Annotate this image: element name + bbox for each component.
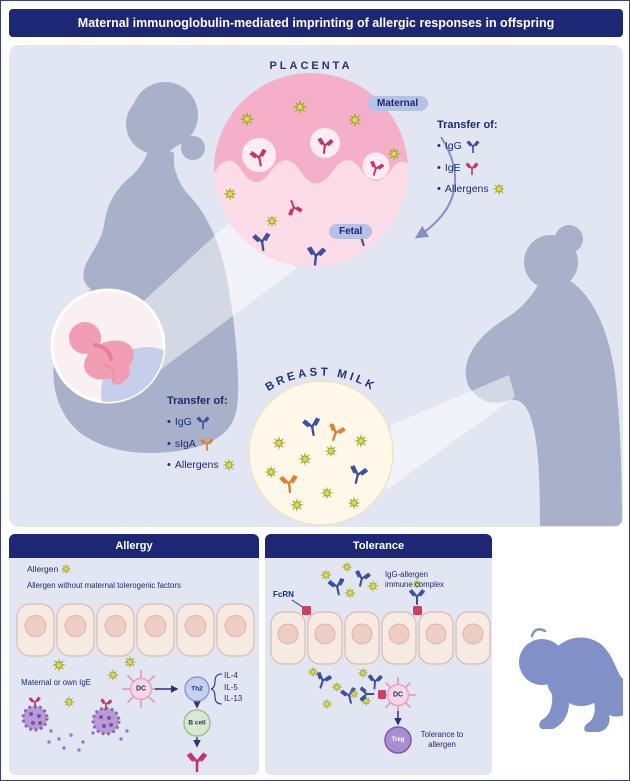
fetus-circle [50, 288, 166, 404]
transfer-item-siga: sIgA [167, 437, 235, 451]
allergen-label: Allergen [27, 564, 59, 574]
cytokine-il13: IL-13 [224, 694, 243, 703]
breast-milk-circle: BREAST MILK [248, 366, 394, 526]
epithelium-row [16, 603, 255, 657]
cytokine-il4: IL-4 [224, 671, 238, 680]
transfer-item-label: sIgA [174, 438, 196, 450]
cytokine-brace [210, 673, 223, 705]
immune-complex-cluster [321, 562, 378, 598]
placenta-label: PLACENTA [269, 60, 353, 72]
figure-title-bar: Maternal immunoglobulin-mediated imprint… [9, 9, 623, 37]
transcytosed-complexes [308, 667, 383, 709]
placenta-transfer-list: Transfer of: IgG IgE Allergens [437, 119, 505, 203]
maternal-tag: Maternal [367, 96, 429, 111]
allergy-scene [16, 603, 255, 773]
granule-dots [47, 729, 129, 752]
dendritic-cell [349, 677, 416, 713]
b-cell-label: B cell [188, 719, 206, 727]
transfer-item-label: Allergens [444, 183, 489, 195]
igg-antibody-icon [466, 140, 480, 153]
fcrn-pointer-line [291, 599, 305, 609]
allergen-icon [61, 564, 71, 574]
milk-transfer-heading: Transfer of: [167, 395, 228, 407]
b-cell [183, 709, 211, 737]
tolerance-header-label: Tolerance [352, 540, 405, 552]
allergen-legend-row: Allergen [27, 564, 71, 574]
dendritic-cell [122, 670, 160, 708]
allergy-header-label: Allergy [115, 540, 153, 552]
allergy-arrows [155, 685, 201, 748]
secreted-ige-antibody [187, 752, 207, 773]
tolerance-panel: Tolerance [265, 534, 492, 775]
igg-antibody-icon [196, 416, 210, 429]
breastfeeding-woman-silhouette [465, 225, 622, 526]
fetus-illustration [69, 322, 134, 385]
mast-cells [21, 696, 129, 752]
transfer-item-label: IgG [174, 416, 192, 428]
main-illustration-panel: BREAST MILK [9, 45, 623, 527]
placenta-zoom-beam [137, 220, 297, 377]
transfer-item-igg: IgG [437, 139, 505, 153]
cytokine-il5: IL-5 [224, 682, 238, 692]
dc-label: DC [392, 691, 404, 699]
treg-cell [384, 726, 412, 754]
milk-transfer-list: Transfer of: IgG sIgA Allergens [167, 395, 235, 479]
epithelium-row [270, 611, 491, 665]
fetal-tag: Fetal [329, 224, 373, 239]
allergen-icon [493, 183, 505, 195]
transfer-item-allergens: Allergens [167, 459, 235, 471]
placenta-circle [214, 73, 408, 267]
fcrn-receptors [302, 606, 422, 615]
transfer-item-label: IgG [444, 140, 462, 152]
treg-label: Treg [391, 737, 405, 743]
th2-label: Th2 [191, 685, 203, 693]
figure-title: Maternal immunoglobulin-mediated imprint… [77, 16, 555, 30]
milk-zoom-beam [385, 375, 515, 491]
offspring-baby-area [498, 534, 629, 775]
cytokine-list: IL-4 IL-5 IL-13 [224, 670, 242, 705]
transfer-item-label: IgE [444, 162, 461, 174]
dc-label: DC [135, 685, 147, 693]
transfer-item-label: Allergens [174, 459, 219, 471]
immune-complex-label: IgG-allergen immune complex [385, 570, 444, 589]
maternal-ige-note: Maternal or own IgE [21, 678, 91, 687]
transfer-item-allergens: Allergens [437, 183, 505, 195]
tolerance-panel-header: Tolerance [265, 534, 492, 558]
fcrn-label: FcRN [273, 590, 294, 599]
allergy-panel-header: Allergy [9, 534, 259, 558]
dc-receptor [378, 690, 386, 699]
siga-antibody-icon [200, 438, 214, 451]
tolerance-outcome-label: Tolerance to allergen [420, 730, 464, 749]
transfer-item-ige: IgE [437, 161, 505, 175]
allergy-subtitle: Allergen without maternal tolerogenic fa… [27, 581, 181, 590]
ige-antibody-icon [465, 162, 478, 175]
th2-cell [184, 676, 210, 702]
allergen-icon [223, 459, 235, 471]
main-scene: BREAST MILK [50, 73, 622, 526]
baby-silhouette [519, 628, 629, 732]
placenta-transfer-heading: Transfer of: [437, 119, 498, 131]
transfer-item-igg: IgG [167, 415, 235, 429]
allergy-panel: Allergy [9, 534, 259, 775]
tolerance-scene [270, 562, 491, 754]
